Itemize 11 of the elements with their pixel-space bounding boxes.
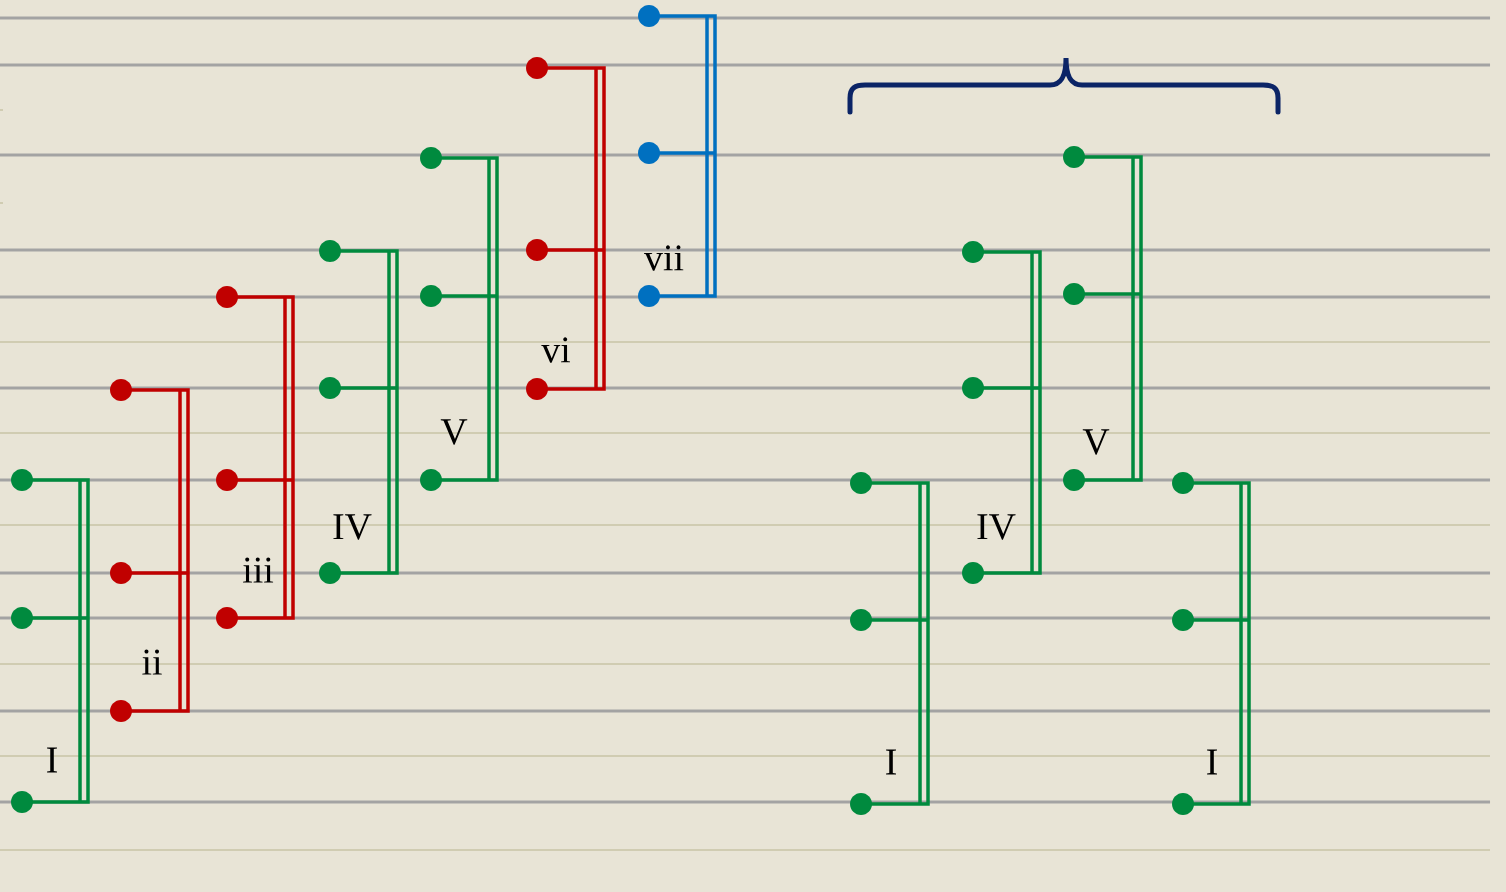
- chord-numeral: iii: [243, 557, 274, 583]
- chord-numeral: ii: [142, 649, 162, 675]
- chord-numeral: vi: [541, 337, 570, 363]
- chord-numeral: IV: [333, 514, 372, 540]
- chord-numeral: IV: [977, 514, 1016, 540]
- chord-numeral: V: [1082, 429, 1110, 455]
- chord-numeral: I: [47, 747, 57, 773]
- chord-numeral: vii: [644, 245, 684, 271]
- chord-numeral: I: [1207, 749, 1217, 775]
- chord-numeral: V: [440, 419, 468, 445]
- chord-numeral: I: [886, 749, 896, 775]
